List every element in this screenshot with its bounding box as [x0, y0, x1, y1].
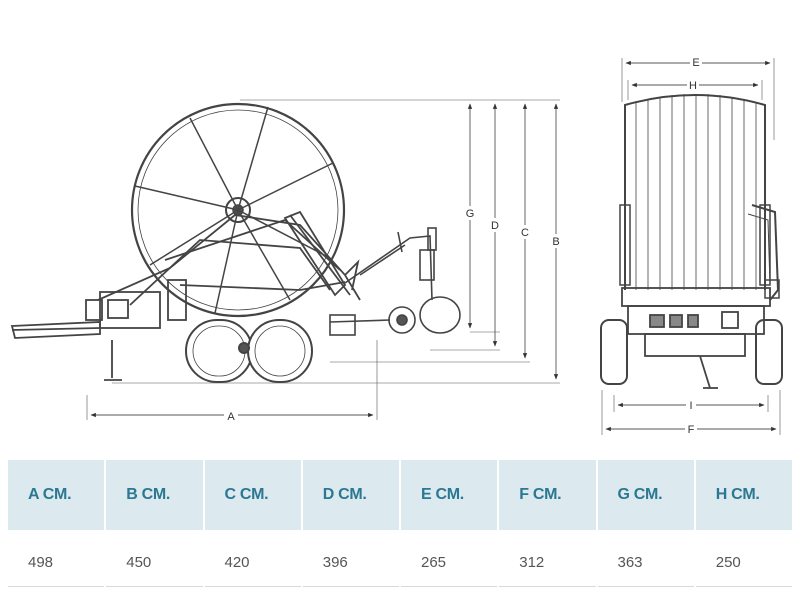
reel-drum [130, 102, 346, 318]
value-g: 363 [597, 530, 694, 587]
header-d: D CM. [302, 460, 399, 530]
table-row: 498 450 420 396 265 312 363 250 [8, 530, 792, 587]
dimension-c-label: C [521, 227, 529, 239]
header-a: A CM. [8, 460, 105, 530]
header-f: F CM. [499, 460, 596, 530]
value-e: 265 [401, 530, 498, 587]
rear-tires [600, 319, 783, 385]
value-d: 396 [302, 530, 399, 587]
dimension-f-label: F [688, 424, 695, 436]
dimension-e-label: E [692, 57, 699, 69]
value-h: 250 [695, 530, 792, 587]
dimension-b-label: B [552, 236, 559, 248]
rear-drum [624, 94, 766, 290]
dimension-i-label: I [689, 400, 692, 412]
gun-cart [329, 227, 461, 336]
rear-dimensions [601, 58, 781, 435]
header-c: C CM. [204, 460, 301, 530]
rear-view [600, 58, 783, 435]
dimension-g-label: G [466, 208, 475, 220]
dimensions-table: A CM. B CM. C CM. D CM. E CM. F CM. G CM… [6, 460, 794, 587]
rear-supports [619, 204, 780, 301]
dimension-h-label: H [689, 80, 697, 92]
value-c: 420 [204, 530, 301, 587]
chassis-frame [97, 210, 361, 329]
header-b: B CM. [106, 460, 203, 530]
header-e: E CM. [401, 460, 498, 530]
drawbar [10, 299, 122, 381]
value-b: 450 [106, 530, 203, 587]
value-a: 498 [8, 530, 105, 587]
dimension-a-label: A [227, 411, 235, 423]
table-header-row: A CM. B CM. C CM. D CM. E CM. F CM. G CM… [8, 460, 792, 530]
rear-frame [621, 287, 771, 389]
dimension-d-label: D [491, 220, 499, 232]
wheels [185, 319, 313, 383]
technical-drawing: G D C B A [10, 56, 783, 436]
header-h: H CM. [695, 460, 792, 530]
header-g: G CM. [597, 460, 694, 530]
value-f: 312 [499, 530, 596, 587]
side-view [10, 99, 560, 420]
